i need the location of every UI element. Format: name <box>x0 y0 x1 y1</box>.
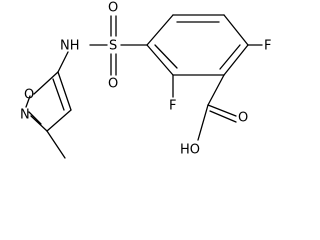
fluorine-bottom-label: F <box>169 99 176 114</box>
ring-to-carboxyl-bond <box>207 74 225 106</box>
methyl-bond <box>46 130 66 159</box>
ring-bond-inner <box>219 44 241 70</box>
hydroxyl-label: HO <box>180 143 200 158</box>
carbonyl-double-bond <box>209 110 237 123</box>
sulfonyl-oxygen-top-label: O <box>108 1 118 16</box>
isoxazole-ring-bond <box>33 71 59 95</box>
isoxazole-ring-bond <box>57 71 72 111</box>
nh-label: NH <box>60 39 80 54</box>
ring-bond <box>223 44 249 76</box>
sulfonyl-oxygen-bottom-label: O <box>108 77 118 92</box>
chemical-structure-diagram: NH S O O F F O HO O N <box>20 1 271 159</box>
bonds <box>25 14 263 159</box>
carboxyl-oh-bond <box>197 104 209 141</box>
isoxazole-oxygen-label: O <box>24 88 34 103</box>
isoxazole-ring-bond <box>46 109 72 132</box>
ring-bond <box>146 44 174 76</box>
carbonyl-double-bond <box>207 104 237 117</box>
isoxazole-nitrogen-label: N <box>20 108 30 123</box>
atom-labels: NH S O O F F O HO O N <box>20 1 271 158</box>
sulfur-label: S <box>109 39 117 54</box>
isoxazole-ring-bond <box>30 115 48 132</box>
fluorine-top-label: F <box>264 39 271 54</box>
isoxazole-ring-bond <box>25 95 31 108</box>
ring-bond <box>223 14 249 46</box>
ring-bond-inner <box>154 44 178 69</box>
isoxazole-ring-bond-inner <box>52 78 65 111</box>
ring-bond <box>146 14 174 46</box>
carbonyl-oxygen-label: O <box>238 111 248 126</box>
isoxazole-ring-bond-inner <box>28 111 42 125</box>
nh-to-isoxazole-bond <box>57 51 69 73</box>
